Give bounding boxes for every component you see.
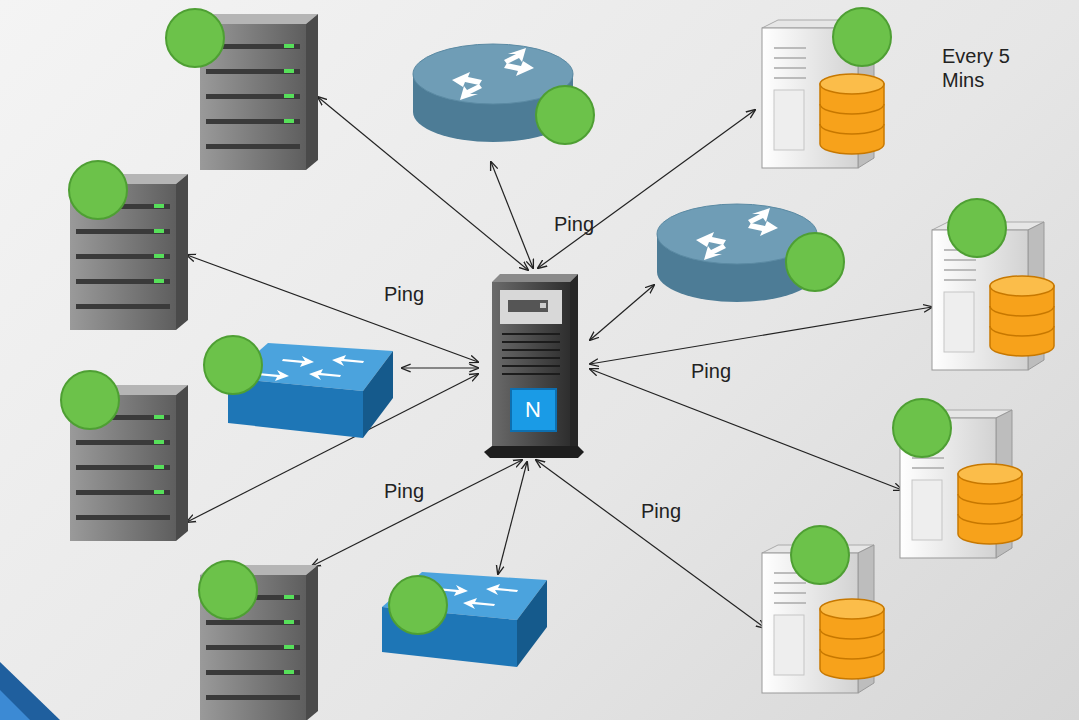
node-label: N <box>525 397 541 423</box>
ping-label: Ping <box>384 479 424 503</box>
ping-label: Ping <box>691 359 731 383</box>
ping-label: Ping <box>554 212 594 236</box>
interval-note: Every 5 Mins <box>942 44 1032 92</box>
monitor-badge: N <box>510 388 557 432</box>
ping-label: Ping <box>641 499 681 523</box>
ping-label: Ping <box>384 282 424 306</box>
